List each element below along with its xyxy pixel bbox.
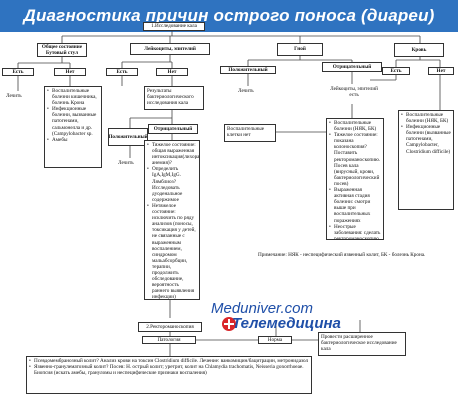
node-treat-left: Лечить [6,93,22,99]
node-no-right: Нет [428,67,454,75]
node-yes-right: Есть [382,67,410,75]
node-leuko-epithel: Лейкоциты, эпителий есть [330,86,378,98]
medical-cross-icon [222,317,236,331]
left-cause-item: Инфекционные болезни, вызванные патогена… [47,106,99,136]
mid-list-item: Нетяжелое состояние: исключить по ряду а… [147,203,197,299]
left-cause-item: Амебы [47,137,99,143]
node-yes-left: Есть [2,68,34,76]
page-title: Диагностика причин острого поноса (диаре… [23,6,435,25]
node-treat-right: Лечить [238,88,254,94]
node-no-left: Нет [54,68,86,76]
watermark-sub: Телемедицина [232,315,341,332]
node-negative-mid-list: Тяжелое состояние: общая выраженная инто… [144,140,200,300]
footnote: Примечание: НЯК - неспецифический язвенн… [258,252,426,258]
title-banner: Диагностика причин острого поноса (диаре… [0,0,458,32]
node-positive-right: Положительный [220,66,276,74]
mid-list-item: Тяжелое состояние: общая выраженная инто… [147,142,199,166]
node-pus: Гной [277,43,323,56]
blood-list-item: Инфекционные болезни (вызванные патогена… [401,124,451,154]
node-leukocytes: Лейкоциты, эпителий [130,43,210,55]
blood-list-item: Воспалительные болезни (НЯК, БК) [401,112,451,124]
node-yes-mid: Есть [106,68,138,76]
node-positive-mid: Положительный [108,128,148,146]
node-bottom-list: Псевдомембранозный колит? Анализ крови н… [26,356,312,394]
node-no-mid: Нет [156,68,188,76]
mid-list-item: Определить IgA,IgM,IgG. Лямблиоз? Исслед… [147,166,197,203]
right-list-item: Воспалительные болезни (НЯК, БК) [329,120,381,132]
node-negative-right-list: Воспалительные болезни (НЯК, БК) Тяжелое… [326,118,384,240]
node-step2: 2.Ректороманоскопия [138,322,202,332]
right-list-item: Неострые заболевания: сделать ректороман… [329,224,381,239]
node-norm: Норма [258,336,292,344]
node-negative-mid: Отрицательный [148,124,198,134]
node-blood-causes: Воспалительные болезни (НЯК, БК) Инфекци… [398,110,454,210]
node-blood: Кровь [394,43,444,57]
right-list-item: Тяжелое состояние: показана колоноскопия… [329,132,381,187]
node-left-causes: Воспалительные болезни кишечника, болезн… [44,86,102,168]
node-general-state: Общее состояние Бутовый стул [37,43,87,57]
node-stool-exam: 1.Исследование кала [143,22,205,31]
node-no-inflam: Воспалительные клетки нет [224,124,276,142]
bottom-list-item: Язвенно-гранулематозный колит? Посев: Н.… [29,364,309,376]
watermark-site: Meduniver.com [211,300,313,317]
right-list-item: Выраженная активная стадия болезни: смот… [329,187,381,224]
node-pathology: Патология [142,336,196,344]
node-extended-culture: Провести расширенное бактериологическое … [318,332,406,356]
bottom-list-item: Псевдомембранозный колит? Анализ крови н… [29,358,309,364]
node-negative-right: Отрицательный [322,62,382,72]
node-treat-mid: Лечить [118,160,134,166]
left-cause-item: Воспалительные болезни кишечника, болезн… [47,88,99,106]
node-mid-results: Результаты бактериологического исследова… [144,86,204,110]
